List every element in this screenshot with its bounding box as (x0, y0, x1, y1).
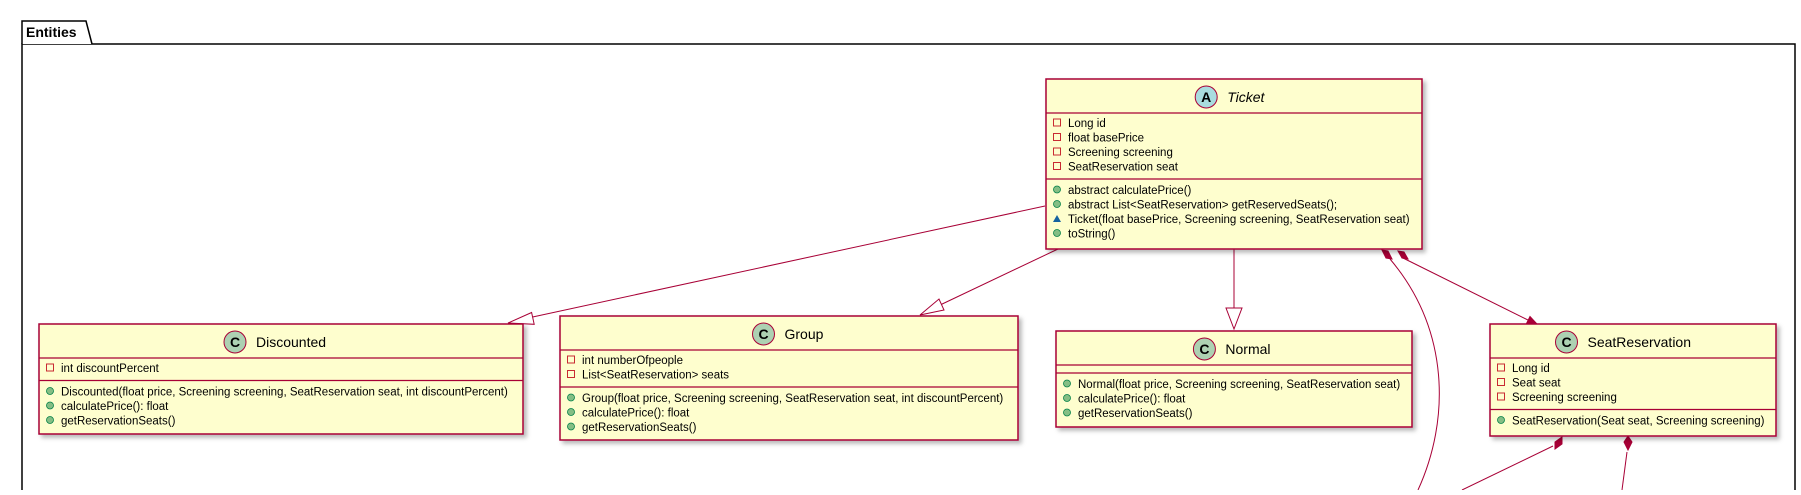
class-icon (1192, 337, 1216, 361)
class-box (559, 315, 1019, 441)
private-visibility-icon (46, 363, 54, 372)
relation-seatreservation-composes-offscreen (1621, 451, 1628, 491)
class-name: Group (785, 326, 824, 342)
relation-group-inherits-ticket (937, 248, 1059, 307)
class-method: abstract calculatePrice() (1068, 185, 1192, 197)
package-name: Entities (26, 24, 77, 40)
package-visibility-icon (1053, 215, 1061, 222)
class-box (1055, 330, 1413, 428)
class-name: Ticket (1227, 89, 1265, 105)
composition-diamond (1381, 249, 1393, 260)
private-visibility-icon (567, 355, 575, 364)
class-icon (752, 322, 775, 346)
class-field: int numberOfpeople (582, 355, 683, 367)
class-method: Discounted(float price, Screening screen… (61, 387, 508, 399)
private-visibility-icon (1497, 363, 1505, 372)
class-group: C Group int numberOfpeopleList<SeatReserva… (559, 315, 1019, 441)
public-visibility-icon (1053, 229, 1061, 237)
relation-ticket-composes-seatreservation (1402, 257, 1533, 323)
inheritance-arrowhead (1225, 307, 1243, 331)
private-visibility-icon (1053, 147, 1061, 156)
relations (507, 205, 1633, 491)
class-field: int discountPercent (61, 363, 160, 375)
public-visibility-icon (1063, 408, 1071, 417)
composition-diamond (1554, 436, 1563, 450)
relation-discounted-inherits-ticket (527, 205, 1046, 319)
class-box (1045, 78, 1423, 250)
class-type-letter: A (1201, 89, 1211, 105)
class-method: getReservationSeats() (61, 416, 176, 428)
class-method: Group(float price, Screening screening, … (582, 393, 1003, 405)
private-visibility-icon (1497, 392, 1505, 401)
class-method: calculatePrice(): float (61, 401, 169, 413)
class-method: abstract List<SeatReservation> getReserv… (1068, 200, 1337, 212)
class-method: getReservationSeats() (582, 422, 697, 434)
class-field: Screening screening (1512, 392, 1617, 404)
public-visibility-icon (46, 416, 54, 424)
class-name: SeatReservation (1588, 334, 1692, 350)
public-visibility-icon (1063, 394, 1071, 402)
class-method: Ticket(float basePrice, Screening screen… (1068, 214, 1410, 226)
class-field: Long id (1512, 363, 1550, 375)
relation-ticket-composes-offscreen (1389, 258, 1440, 491)
private-visibility-icon (1497, 378, 1505, 386)
class-field: Seat seat (1512, 378, 1561, 390)
inheritance-arrowhead (919, 298, 945, 316)
public-visibility-icon (1063, 379, 1071, 388)
class-field: List<SeatReservation> seats (582, 370, 729, 382)
class-name: Discounted (256, 334, 326, 350)
public-visibility-icon (1053, 185, 1061, 194)
private-visibility-icon (1053, 162, 1061, 170)
class-field: SeatReservation seat (1068, 162, 1179, 174)
class-name: Normal (1225, 341, 1270, 357)
class-field: Screening screening (1068, 147, 1173, 159)
class-method: toString() (1068, 229, 1115, 241)
class-method: calculatePrice(): float (582, 408, 690, 420)
package-tab (21, 20, 93, 45)
private-visibility-icon (1053, 133, 1061, 141)
class-type-letter: C (1199, 341, 1209, 357)
class-box (38, 323, 524, 435)
public-visibility-icon (567, 408, 575, 416)
abstract-class-icon (1194, 85, 1218, 109)
public-visibility-icon (567, 393, 575, 402)
class-method: SeatReservation(Seat seat, Screening scr… (1512, 416, 1765, 428)
class-icon (1555, 330, 1578, 354)
class-method: getReservationSeats() (1078, 408, 1193, 420)
public-visibility-icon (1497, 416, 1505, 424)
class-type-letter: C (1561, 334, 1571, 350)
public-visibility-icon (46, 387, 54, 395)
class-method: calculatePrice(): float (1078, 394, 1186, 406)
class-box (1489, 323, 1777, 437)
private-visibility-icon (1053, 118, 1061, 127)
composition-diamond (1397, 250, 1409, 260)
class-icon (223, 330, 247, 354)
class-type-letter: C (758, 326, 768, 342)
public-visibility-icon (46, 401, 54, 410)
class-type-letter: C (230, 334, 240, 350)
class-method: Normal(float price, Screening screening,… (1078, 379, 1400, 391)
private-visibility-icon (567, 370, 575, 378)
class-field: float basePrice (1068, 133, 1144, 145)
inheritance-arrowhead (507, 311, 535, 325)
class-field: Long id (1068, 118, 1106, 130)
relation-seatreservation-composes-offscreen (1461, 445, 1554, 491)
class-discounted: C Discounted int discountPercentDiscounted… (38, 323, 524, 435)
public-visibility-icon (1053, 200, 1061, 208)
public-visibility-icon (567, 422, 575, 431)
composition-diamond (1623, 435, 1633, 452)
